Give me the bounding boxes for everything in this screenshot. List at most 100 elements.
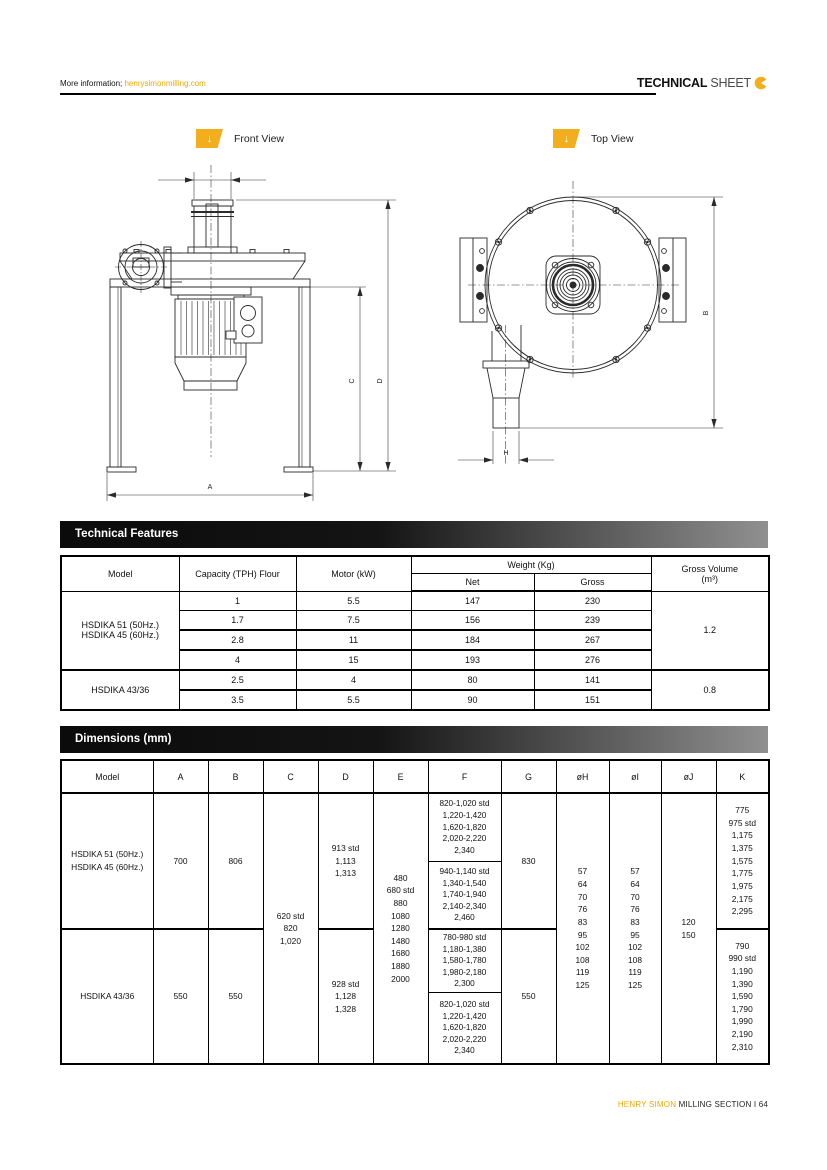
dim-f-cell: 940-1,140 std 1,340-1,540 1,740-1,940 2,…	[427, 861, 502, 930]
table-row: 820-1,020 std 1,220-1,420 1,620-1,820 2,…	[61, 992, 769, 1065]
net-weight-cell: 156	[410, 610, 535, 631]
dim-k-cell: 790 990 std 1,190 1,390 1,590 1,790 1,99…	[715, 928, 770, 1065]
col-header-volume: Gross Volume (m³)	[650, 555, 770, 592]
brand-light-text: SHEET	[710, 76, 751, 90]
table-header-row: Model Capacity (TPH) Flour Motor (kW) We…	[60, 555, 770, 592]
model-cell: HSDIKA 43/36	[60, 669, 180, 711]
top-view-drawing: H B	[458, 181, 723, 465]
motor-cell: 5.5	[295, 689, 412, 711]
capacity-cell: 2.8	[178, 629, 297, 651]
technical-features-table: Model Capacity (TPH) Flour Motor (kW) We…	[60, 555, 771, 711]
col-header-capacity: Capacity (TPH) Flour	[178, 555, 297, 592]
net-weight-cell: 90	[410, 689, 535, 711]
more-information: More information; henrysimonmilling.com	[60, 79, 206, 88]
technicalsheet-logo: TECHNICAL SHEET	[637, 76, 768, 90]
dim-h-cell: 57 64 70 76 83 95 102 108 119 125	[555, 792, 610, 1065]
table-row: 3.5 5.5 90 151	[61, 689, 769, 711]
front-view-label: ↓ Front View	[196, 129, 284, 148]
col-header-e: E	[372, 759, 429, 794]
table-row: HSDIKA 51 (50Hz.) HSDIKA 45 (60Hz.) 700 …	[60, 792, 770, 1065]
col-header-g: G	[500, 759, 557, 794]
capacity-cell: 1.7	[178, 610, 297, 631]
col-header-weight: Weight (Kg)	[410, 555, 652, 574]
footer-section: MILLING SECTION I 64	[678, 1100, 768, 1109]
footer-brand: HENRY SIMON	[617, 1100, 677, 1109]
top-view-text: Top View	[591, 132, 634, 145]
technical-features-banner: Technical Features	[60, 521, 768, 548]
dim-d-cell: 913 std 1,113 1,313	[317, 792, 374, 930]
table-row: HSDIKA 43/36 550 550 928 std 1,128 1,328…	[60, 928, 770, 1065]
col-header-a: A	[152, 759, 209, 794]
motor-cell: 7.5	[295, 610, 412, 631]
volume-cell: 0.8	[650, 669, 770, 711]
dim-g-cell: 550	[500, 928, 557, 1065]
col-header-oi: øI	[608, 759, 662, 794]
net-weight-cell: 80	[410, 669, 535, 691]
col-header-model: Model	[60, 759, 154, 794]
col-header-c: C	[262, 759, 319, 794]
col-header-net: Net	[410, 573, 535, 592]
dim-label-C: C	[349, 378, 356, 383]
dim-f-cell: 820-1,020 std 1,220-1,420 1,620-1,820 2,…	[427, 792, 502, 862]
brand-bold-text: TECHNICAL	[636, 76, 708, 90]
motor-cell: 15	[295, 649, 412, 671]
table-row: 4 15 193 276	[61, 649, 769, 671]
capacity-cell: 3.5	[178, 689, 297, 711]
front-view-text: Front View	[234, 132, 284, 145]
technical-features-title: Technical Features	[75, 528, 179, 540]
col-header-d: D	[317, 759, 374, 794]
dim-a-cell: 700	[152, 792, 209, 930]
col-header-gross: Gross	[533, 573, 652, 592]
more-information-label: More information;	[60, 79, 123, 88]
net-weight-cell: 193	[410, 649, 535, 671]
col-header-oj: øJ	[660, 759, 717, 794]
model-cell: HSDIKA 51 (50Hz.) HSDIKA 45 (60Hz.)	[60, 792, 154, 930]
table-header-row: Net Gross	[61, 573, 769, 592]
dim-label-H: H	[503, 450, 508, 457]
capacity-cell: 1	[178, 590, 297, 611]
dim-label-D: D	[377, 378, 384, 383]
net-weight-cell: 147	[410, 590, 535, 611]
net-weight-cell: 184	[410, 629, 535, 651]
motor-cell: 4	[295, 669, 412, 691]
down-arrow-badge-icon: ↓	[196, 129, 223, 148]
gross-weight-cell: 239	[533, 610, 652, 631]
table-header-row: Model A B C D E F G øH øI øJ K	[60, 759, 770, 794]
col-header-k: K	[715, 759, 770, 794]
page-footer: HENRY SIMON MILLING SECTION I 64	[618, 1100, 768, 1109]
down-arrow-badge-icon: ↓	[553, 129, 580, 148]
dimensions-table: Model A B C D E F G øH øI øJ K HSDIKA 51…	[60, 759, 770, 1065]
table-row: HSDIKA 51 (50Hz.) HSDIKA 45 (60Hz.) 1 5.…	[60, 590, 770, 671]
dimensions-title: Dimensions (mm)	[75, 733, 172, 745]
table-row: HSDIKA 43/36 2.5 4 80 141 0.8	[60, 669, 770, 711]
capacity-cell: 4	[178, 649, 297, 671]
dim-f-cell: 780-980 std 1,180-1,380 1,580-1,780 1,98…	[427, 928, 502, 993]
dim-d-cell: 928 std 1,128 1,328	[317, 928, 374, 1065]
gross-weight-cell: 276	[533, 649, 652, 671]
website-link[interactable]: henrysimonmilling.com	[124, 79, 206, 88]
dim-i-cell: 57 64 70 76 83 95 102 108 119 125	[608, 792, 662, 1065]
dimensions-banner: Dimensions (mm)	[60, 726, 768, 753]
col-header-b: B	[207, 759, 264, 794]
header-divider	[60, 93, 656, 95]
table-row: 940-1,140 std 1,340-1,540 1,740-1,940 2,…	[61, 861, 769, 930]
gross-weight-cell: 267	[533, 629, 652, 651]
col-header-oh: øH	[555, 759, 610, 794]
col-header-model: Model	[60, 555, 180, 592]
dim-f-cell: 820-1,020 std 1,220-1,420 1,620-1,820 2,…	[427, 992, 502, 1065]
dim-e-cell: 480 680 std 880 1080 1280 1480 1680 1880…	[372, 792, 429, 1065]
col-header-f: F	[427, 759, 502, 794]
dim-label-B: B	[703, 310, 710, 315]
gross-weight-cell: 141	[533, 669, 652, 691]
dim-k-cell: 775 975 std 1,175 1,375 1,575 1,775 1,97…	[715, 792, 770, 930]
dim-b-cell: 806	[207, 792, 264, 930]
dim-b-cell: 550	[207, 928, 264, 1065]
top-view-label: ↓ Top View	[553, 129, 633, 148]
gross-weight-cell: 151	[533, 689, 652, 711]
dim-g-cell: 830	[500, 792, 557, 930]
gross-weight-cell: 230	[533, 590, 652, 611]
motor-cell: 11	[295, 629, 412, 651]
model-cell: HSDIKA 51 (50Hz.) HSDIKA 45 (60Hz.)	[60, 590, 180, 671]
front-view-drawing: A C D	[106, 165, 396, 501]
